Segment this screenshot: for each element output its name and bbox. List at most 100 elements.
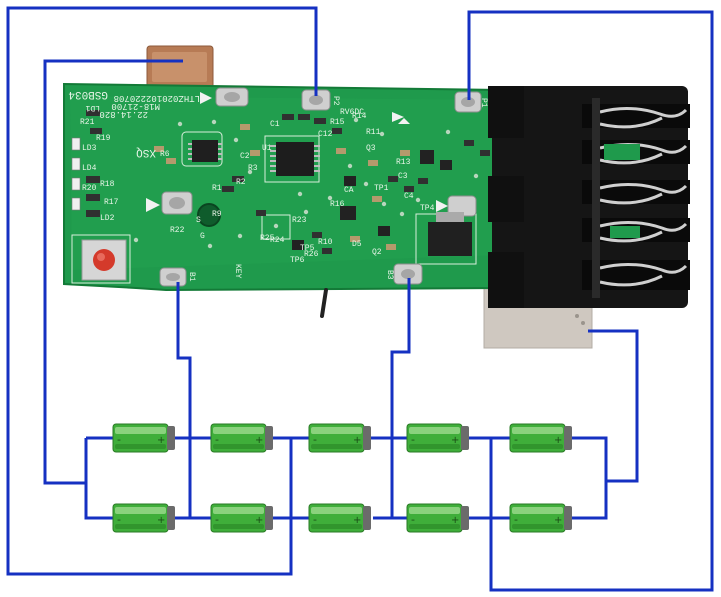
board-model-code: GSB034	[68, 88, 108, 100]
pad-label-p1: P1	[479, 98, 488, 108]
silk-designator: R3	[248, 164, 258, 173]
minus-sign: -	[313, 513, 317, 526]
pad-label-b3: B3	[385, 270, 394, 280]
plus-sign: +	[255, 435, 263, 446]
silk-designator: R16	[330, 200, 345, 209]
battery-cell-icon: -+	[509, 423, 572, 453]
battery-cell-icon: -+	[112, 503, 175, 533]
silk-designator: TP1	[374, 184, 389, 193]
designator-ld1: LD1	[85, 103, 100, 112]
silkscreen-text: GSB034 M18-21700 LTHZ020102220708 22.14.…	[68, 88, 488, 282]
silk-designator: Q2	[372, 248, 382, 257]
minus-sign: -	[411, 513, 415, 526]
silk-designator: R14	[352, 112, 367, 121]
silk-designator: R19	[96, 134, 111, 143]
silk-designator: R22	[170, 226, 185, 235]
plus-sign: +	[554, 435, 562, 446]
battery-cell-icon: -+	[509, 503, 572, 533]
ic-chip-small	[188, 140, 222, 162]
silk-designator: Q3	[366, 144, 376, 153]
plus-sign: +	[157, 515, 165, 526]
mosfet-transistor	[428, 212, 472, 256]
silk-designator: R2	[236, 178, 246, 187]
component-designators: C1C12R15R14U1C2R3R2R1R6R9R19R18R17LD2LD3…	[80, 112, 435, 265]
push-button-icon	[81, 239, 127, 281]
pad-label-p2: P2	[331, 96, 340, 106]
plus-sign: +	[157, 435, 165, 446]
battery-cell-icon: -+	[406, 503, 469, 533]
pcb-board	[63, 82, 510, 292]
copper-tab	[146, 45, 214, 89]
silk-designator: R10	[318, 238, 333, 247]
voltage-mark: RV6DC	[340, 108, 364, 117]
silk-designator: G	[200, 232, 205, 241]
minus-sign: -	[514, 433, 518, 446]
pad-label-b1: B1	[187, 272, 196, 282]
silk-designator: LD3	[82, 144, 97, 153]
battery-cell-icon: -+	[112, 423, 175, 453]
plus-sign: +	[554, 515, 562, 526]
maker-mark: XSQ	[136, 146, 156, 158]
plus-sign: +	[451, 515, 459, 526]
silk-designator: U1	[262, 144, 272, 153]
silk-designator: R13	[396, 158, 411, 167]
silk-designator: R24	[270, 236, 285, 245]
silk-designator: S	[196, 216, 201, 225]
silk-designator: TP4	[420, 204, 435, 213]
silk-designator: C2	[240, 152, 250, 161]
plus-sign: +	[255, 515, 263, 526]
minus-sign: -	[514, 513, 518, 526]
silk-designator: C12	[318, 130, 333, 139]
board-version: 22.14.820	[99, 109, 148, 119]
silk-designator: R23	[292, 216, 307, 225]
silk-designator: TP6	[290, 256, 305, 265]
silk-designator: R11	[366, 128, 381, 137]
silk-designator: R1	[212, 184, 222, 193]
silk-designator: R15	[330, 118, 345, 127]
plus-sign: +	[353, 435, 361, 446]
silk-designator: R20	[82, 184, 97, 193]
board-lot-code: LTHZ020102220708	[114, 93, 200, 103]
key-label: KEY	[233, 264, 242, 279]
silk-designator: C4	[404, 192, 414, 201]
board-series-code: M18-21700	[111, 101, 160, 111]
silk-designator: R26	[304, 250, 319, 259]
smd-resistors	[86, 110, 490, 254]
triangle-arrow-icon	[146, 92, 448, 212]
battery-cell-group: -+-+-+-+-+-+-+-+-+-+	[112, 423, 572, 533]
silk-designator: TP5	[300, 244, 315, 253]
silk-designator: LD2	[100, 214, 115, 223]
led-indicators	[71, 137, 81, 211]
silk-designator: D5	[352, 240, 362, 249]
silk-designator: R21	[80, 118, 95, 127]
minus-sign: -	[117, 513, 121, 526]
silk-designator: R6	[160, 150, 170, 159]
silk-designator: C3	[398, 172, 408, 181]
plus-sign: +	[451, 435, 459, 446]
silk-designator: R18	[100, 180, 115, 189]
silk-designator: R9	[212, 210, 222, 219]
minus-sign: -	[215, 513, 219, 526]
silk-designator: R25	[260, 234, 275, 243]
battery-cell-icon: -+	[406, 423, 469, 453]
silk-designator: C1	[270, 120, 280, 129]
plus-sign: +	[353, 515, 361, 526]
blue-wires	[6, 6, 714, 592]
battery-cell-icon: -+	[210, 423, 273, 453]
battery-cell-icon: -+	[308, 503, 371, 533]
minus-sign: -	[411, 433, 415, 446]
silkscreen-outlines	[71, 131, 477, 284]
mounting-hole	[197, 203, 221, 227]
battery-cell-icon: -+	[308, 423, 371, 453]
minus-sign: -	[313, 433, 317, 446]
ic-chip-main	[270, 142, 320, 176]
silk-designator: LD4	[82, 164, 97, 173]
copper-pads	[159, 87, 482, 287]
battery-connector	[488, 86, 690, 308]
minus-sign: -	[117, 433, 121, 446]
silk-designator: CA	[344, 186, 354, 195]
via-holes	[133, 117, 479, 249]
sot-transistors	[292, 150, 452, 250]
black-lead	[320, 288, 328, 318]
